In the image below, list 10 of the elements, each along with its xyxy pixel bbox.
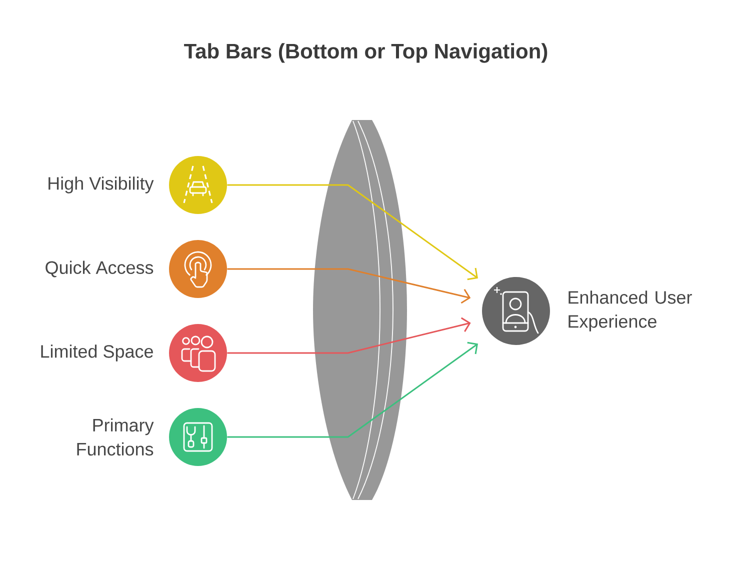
- node-label: High Visibility: [48, 176, 154, 194]
- arrow: [227, 342, 478, 438]
- node-label: Limited Space: [41, 344, 153, 362]
- node-label: Primary Functions: [77, 418, 154, 456]
- node-label: Quick Access: [46, 260, 154, 278]
- title: Tab Bars (Bottom or Top Navigation): [184, 43, 548, 63]
- arrow: [227, 268, 471, 304]
- arrow: [227, 184, 478, 280]
- arrow: [227, 317, 471, 354]
- node-label: Enhanced User Experience: [568, 290, 692, 332]
